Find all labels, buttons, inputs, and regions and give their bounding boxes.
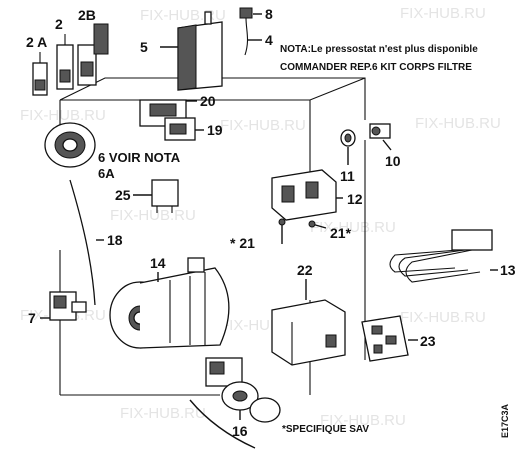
note-line-1: NOTA:Le pressostat n'est plus disponible	[280, 44, 478, 55]
watermark: FIX-HUB.RU	[400, 5, 486, 22]
callout-2A: 2 A	[26, 34, 47, 50]
leader-line	[189, 399, 256, 449]
watermark: FIX-HUB.RU	[110, 207, 196, 224]
callout-10: 10	[385, 153, 401, 169]
screws	[278, 218, 327, 244]
callout-8: 8	[265, 6, 273, 22]
drain-pump	[205, 357, 281, 423]
circuit-board	[361, 315, 409, 362]
callout-14: 14	[150, 255, 166, 271]
callout-16: 16	[232, 423, 248, 439]
callout-12: 12	[347, 191, 363, 207]
callout-19: 19	[207, 122, 223, 138]
pressure-fitting	[340, 123, 391, 147]
callout-7: 7	[28, 310, 36, 326]
watermark: FIX-HUB.RU	[120, 405, 206, 422]
note-line-2: COMMANDER REP.6 KIT CORPS FILTRE	[280, 62, 472, 73]
callout-4: 4	[265, 32, 273, 48]
callout-20: 20	[200, 93, 216, 109]
document-code: E17C3A	[500, 403, 510, 438]
callout-21-left: * 21	[230, 235, 255, 251]
watermark: FIX-HUB.RU	[415, 115, 501, 132]
callout-2: 2	[55, 16, 63, 32]
suppressor-filter	[177, 11, 223, 91]
interlock-connector	[164, 117, 196, 141]
callout-18: 18	[107, 232, 123, 248]
pressure-hose	[69, 179, 96, 306]
callout-2B: 2B	[78, 7, 96, 23]
watermark: FIX-HUB.RU	[140, 7, 226, 24]
footnote: *SPECIFIQUE SAV	[282, 424, 369, 435]
thermostat-block	[271, 169, 337, 221]
watermark: FIX-HUB.RU	[320, 412, 406, 429]
leader-line	[382, 139, 392, 151]
watermark: FIX-HUB.RU	[310, 219, 396, 236]
electronic-board-housing	[271, 299, 346, 366]
callout-11: 11	[340, 168, 355, 184]
callout-5: 5	[140, 39, 148, 55]
wire-connector	[239, 7, 253, 56]
drain-valve	[49, 291, 87, 321]
callout-21-right: 21*	[330, 225, 352, 241]
control-switches	[32, 23, 109, 96]
watermark: FIX-HUB.RU	[220, 117, 306, 134]
callout-23: 23	[420, 333, 436, 349]
pressure-switch	[44, 122, 96, 168]
callout-25: 25	[115, 187, 131, 203]
watermark: FIX-HUB.RU	[20, 107, 106, 124]
callout-6A: 6A	[98, 166, 115, 181]
relay	[151, 179, 179, 213]
heating-element	[389, 229, 493, 283]
callout-6: 6 VOIR NOTA	[98, 150, 181, 165]
watermark: FIX-HUB.RU	[400, 309, 486, 326]
drive-motor	[109, 257, 230, 349]
callout-22: 22	[297, 262, 313, 278]
callout-13: 13	[500, 262, 516, 278]
